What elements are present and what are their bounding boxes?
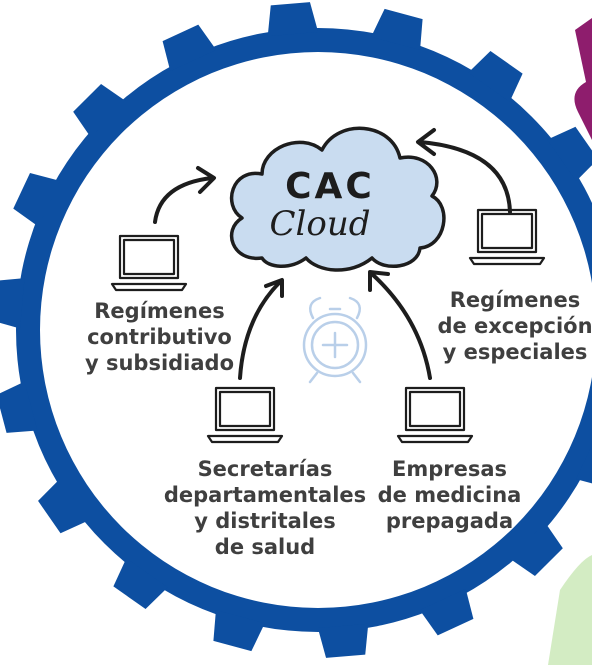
label-line: Regímenes: [449, 288, 581, 312]
laptop-icons: [110, 208, 546, 444]
label-line: de excepción: [437, 314, 592, 338]
gear-tooth: [267, 2, 319, 37]
laptop-icon: [206, 386, 284, 444]
label-line: y especiales: [442, 340, 588, 364]
cloud-subtitle: Cloud: [269, 204, 371, 244]
gear-tooth: [0, 278, 25, 329]
laptop-icon: [468, 208, 546, 266]
gear-tooth: [0, 381, 38, 433]
alarm-clock-icon: [302, 296, 368, 384]
gear-tooth: [547, 126, 592, 182]
gear-tooth: [371, 8, 423, 51]
gear-tooth: [317, 623, 369, 658]
label-line: Secretarías: [197, 457, 333, 481]
label-secretarias: Secretarías departamentales y distritale…: [160, 456, 370, 560]
label-line: prepagada: [385, 509, 514, 533]
label-contributivo: Regímenes contributivo y subsidiado: [72, 298, 247, 376]
arrowhead-prepagada: [368, 270, 390, 292]
label-prepagada: Empresas de medicina prepagada: [362, 456, 537, 534]
label-line: Regímenes: [94, 299, 225, 323]
gear-tooth: [213, 609, 265, 652]
arrowhead-excepcion: [416, 128, 436, 156]
arrow-prepagada: [370, 272, 432, 380]
gear-tooth: [73, 83, 127, 138]
label-line: contributivo: [87, 325, 232, 349]
cloud-title: CAC: [285, 166, 375, 207]
gear-tooth: [419, 588, 474, 636]
gear-tooth: [468, 50, 523, 102]
arrow-excepcion: [418, 140, 512, 214]
gear-tooth: [162, 24, 217, 72]
arrowhead-contributivo: [196, 166, 216, 194]
magenta-accent-shape: [574, 18, 592, 140]
label-line: de medicina: [377, 483, 522, 507]
laptop-icon: [396, 386, 474, 444]
gear-tooth: [13, 173, 60, 227]
gear-tooth: [576, 445, 592, 484]
label-line: Empresas: [391, 457, 508, 481]
gear-tooth: [113, 558, 168, 610]
gear-tooth: [38, 478, 89, 534]
arrow-contributivo: [153, 176, 214, 224]
label-line: y subsidiado: [84, 351, 235, 375]
label-line: y distritales: [194, 509, 336, 533]
green-accent-shape: [548, 555, 592, 665]
label-excepcion: Regímenes de excepción y especiales: [425, 287, 592, 365]
arrowhead-secretarias: [264, 278, 284, 298]
label-line: de salud: [214, 535, 316, 559]
label-line: departamentales: [163, 483, 367, 507]
arrow-secretarias: [238, 280, 282, 380]
laptop-icon: [110, 234, 188, 292]
cloud-icon: [230, 126, 446, 272]
gear-tooth: [509, 522, 563, 577]
